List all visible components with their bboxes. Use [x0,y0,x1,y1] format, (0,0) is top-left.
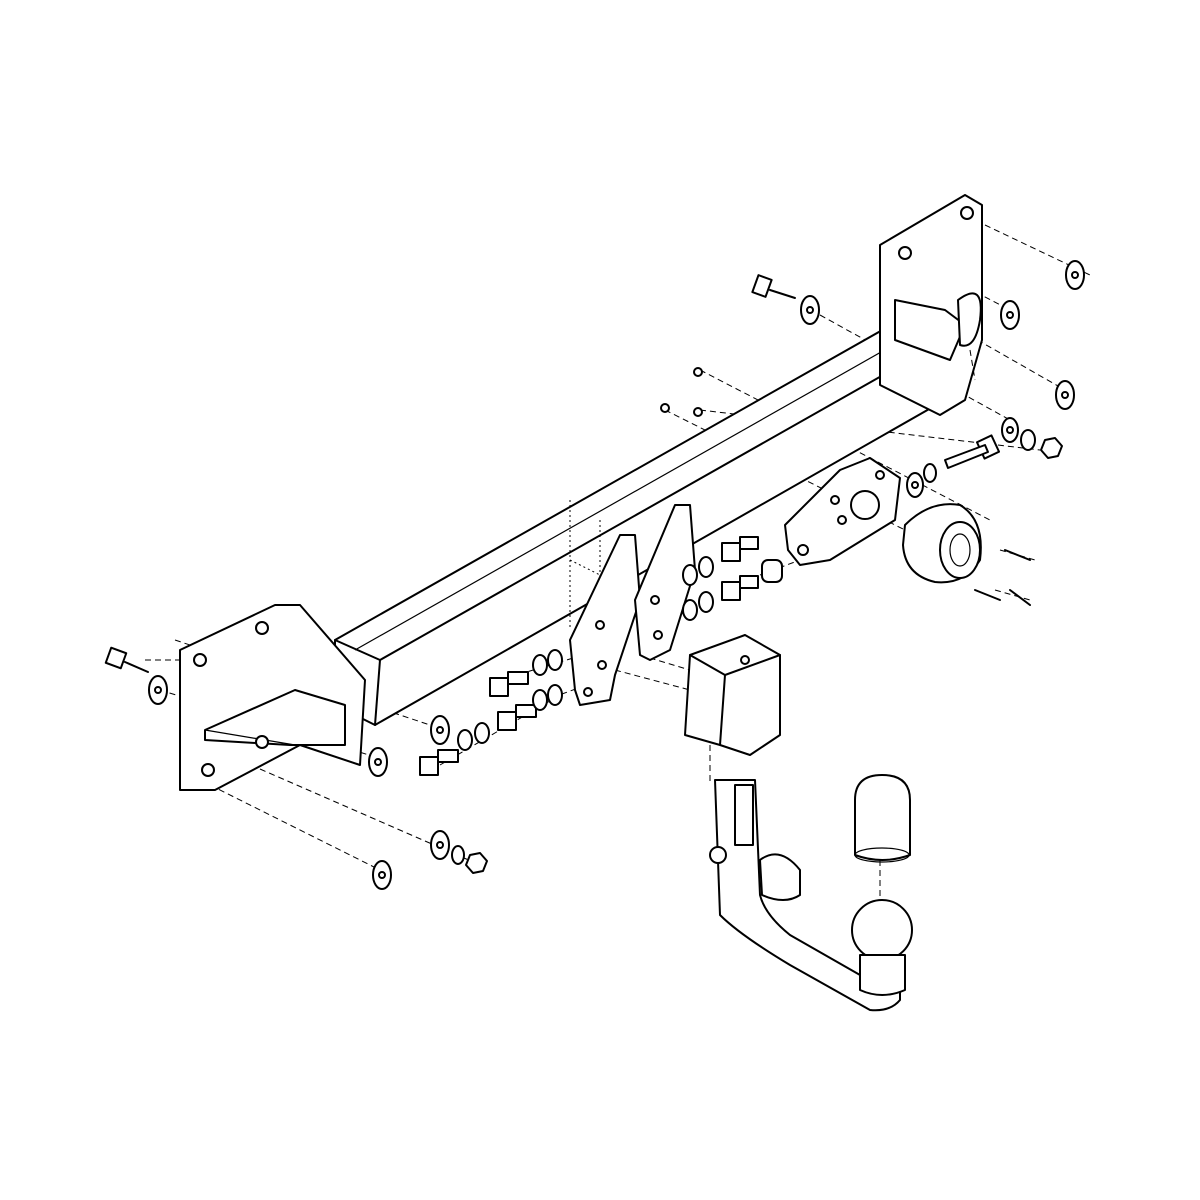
washer [1020,429,1036,451]
bolts [104,274,1031,776]
washer [906,472,924,498]
washer [532,689,548,711]
bolt-right-long [944,434,1001,469]
socket-holder-bracket [784,457,901,566]
right-mounting-plate [879,194,983,416]
tow-ball-cap [854,774,911,863]
washer [457,729,473,751]
bolt-center-3 [419,749,459,776]
bolt-left-outer [104,646,149,673]
left-mounting-plate [179,604,366,791]
spacer-sleeve [761,559,783,583]
washer [682,599,698,621]
nut [693,367,703,377]
electrical-socket [902,503,982,584]
washer [368,747,388,777]
tow-ball [851,899,913,996]
washer [547,649,563,671]
washer [430,715,450,745]
bolt-upper-right [751,274,796,299]
washer [474,722,490,744]
bolt-center-2 [497,704,537,731]
washer [148,675,168,705]
washer [682,564,698,586]
nut [693,407,703,417]
washer [372,860,392,890]
washers [148,260,1085,890]
washer [698,556,714,578]
nut [660,403,670,413]
washer [698,591,714,613]
washer [1000,300,1020,330]
nut [465,852,488,874]
receiver-housing [684,634,781,756]
washer [923,463,937,483]
washer [532,654,548,676]
bolt-center-4 [721,536,759,562]
washer [1001,417,1019,443]
right-center-bracket [634,504,696,661]
left-center-bracket [569,534,641,706]
washer [451,845,465,865]
washer [1065,260,1085,290]
bolt-center-5 [721,575,759,601]
nuts [465,367,1063,874]
washer [547,684,563,706]
bolt-center-1 [489,671,529,697]
washer [430,830,450,860]
washer [1055,380,1075,410]
washer [800,295,820,325]
nut [1040,437,1063,459]
